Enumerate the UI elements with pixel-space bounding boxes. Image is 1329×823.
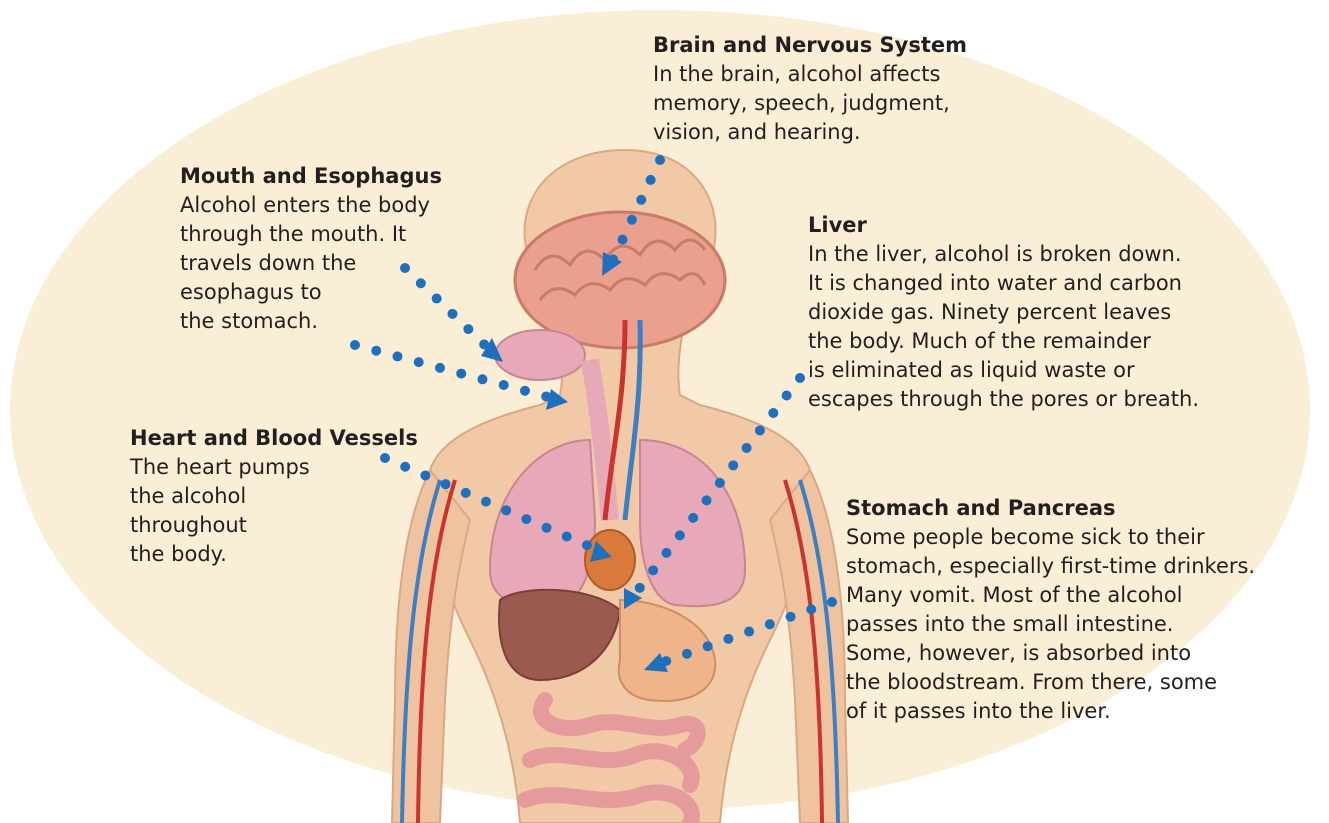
callout-liver-line: It is changed into water and carbon (808, 269, 1199, 298)
callout-stomach-line: Some, however, is absorbed into (846, 639, 1255, 668)
callout-liver: Liver In the liver, alcohol is broken do… (808, 211, 1199, 414)
callout-mouth: Mouth and Esophagus Alcohol enters the b… (180, 162, 442, 336)
callout-liver-line: is eliminated as liquid waste or (808, 356, 1199, 385)
callout-stomach-line: of it passes into the liver. (846, 697, 1255, 726)
callout-liver-line: In the liver, alcohol is broken down. (808, 240, 1199, 269)
callout-liver-line: escapes through the pores or breath. (808, 385, 1199, 414)
callout-heart-line: The heart pumps (130, 453, 418, 482)
callout-stomach-line: the bloodstream. From there, some (846, 668, 1255, 697)
callout-stomach-line: Some people become sick to their (846, 523, 1255, 552)
callout-stomach-line: Many vomit. Most of the alcohol (846, 581, 1255, 610)
callout-heart-line: the alcohol (130, 482, 418, 511)
callout-liver-line: the body. Much of the remainder (808, 327, 1199, 356)
callout-heart-line: the body. (130, 540, 418, 569)
callout-mouth-line: through the mouth. It (180, 220, 442, 249)
callout-heart-line: throughout (130, 511, 418, 540)
callout-stomach: Stomach and Pancreas Some people become … (846, 494, 1255, 726)
callout-mouth-heading: Mouth and Esophagus (180, 162, 442, 191)
callout-liver-line: dioxide gas. Ninety percent leaves (808, 298, 1199, 327)
mouth-cavity (495, 330, 585, 380)
callout-mouth-line: esophagus to (180, 278, 442, 307)
callout-heart: Heart and Blood Vessels The heart pumps … (130, 424, 418, 569)
callout-brain-line: vision, and hearing. (653, 118, 967, 147)
callout-stomach-heading: Stomach and Pancreas (846, 494, 1255, 523)
callout-brain-heading: Brain and Nervous System (653, 31, 967, 60)
callout-mouth-line: the stomach. (180, 307, 442, 336)
callout-mouth-line: travels down the (180, 249, 442, 278)
callout-stomach-line: stomach, especially first-time drinkers. (846, 552, 1255, 581)
callout-brain: Brain and Nervous System In the brain, a… (653, 31, 967, 147)
callout-stomach-line: passes into the small intestine. (846, 610, 1255, 639)
callout-heart-heading: Heart and Blood Vessels (130, 424, 418, 453)
callout-brain-line: In the brain, alcohol affects (653, 60, 967, 89)
callout-liver-heading: Liver (808, 211, 1199, 240)
callout-mouth-line: Alcohol enters the body (180, 191, 442, 220)
callout-brain-line: memory, speech, judgment, (653, 89, 967, 118)
